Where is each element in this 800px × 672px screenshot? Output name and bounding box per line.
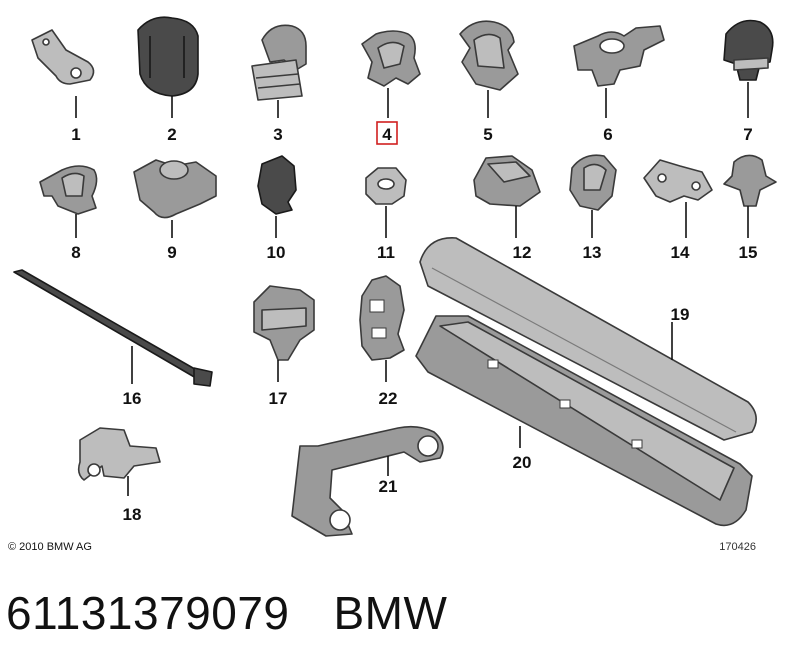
part-label-2[interactable]: 2	[167, 125, 176, 144]
copyright-notice: © 2010 BMW AG	[8, 541, 92, 553]
part-13-clip[interactable]	[569, 154, 617, 238]
footer: 61131379079 BMW	[6, 586, 447, 640]
part-label-8[interactable]: 8	[71, 243, 80, 262]
part-label-19[interactable]: 19	[671, 305, 690, 324]
part-label-1[interactable]: 1	[71, 125, 80, 144]
part-label-10[interactable]: 10	[267, 243, 286, 262]
part-label-22[interactable]: 22	[379, 389, 398, 408]
part-15-rivet[interactable]	[723, 154, 777, 238]
part-label-21[interactable]: 21	[379, 477, 398, 496]
part-2-grommet[interactable]	[137, 16, 199, 118]
part-label-6[interactable]: 6	[603, 125, 612, 144]
diagram-code: 170426	[719, 541, 756, 553]
part-11-nut[interactable]	[365, 167, 407, 238]
part-number: 61131379079	[6, 587, 290, 639]
part-20-channel[interactable]	[415, 315, 753, 527]
part-19-cover[interactable]	[419, 237, 757, 441]
part-label-17[interactable]: 17	[269, 389, 288, 408]
part-label-14[interactable]: 14	[671, 243, 690, 262]
part-5-clip[interactable]	[459, 20, 519, 118]
part-1-bracket[interactable]	[31, 29, 95, 118]
part-3-clip[interactable]	[251, 24, 307, 118]
part-12-clip[interactable]	[473, 155, 541, 238]
part-4-clip[interactable]	[361, 30, 421, 118]
part-7-clip[interactable]	[723, 19, 774, 119]
part-17-clip[interactable]	[253, 285, 315, 382]
part-6-clip[interactable]	[573, 25, 665, 118]
brand-name: BMW	[333, 587, 448, 639]
part-label-16[interactable]: 16	[123, 389, 142, 408]
part-label-5[interactable]: 5	[483, 125, 492, 144]
part-9-clip[interactable]	[133, 159, 217, 238]
part-8-clip[interactable]	[39, 165, 98, 238]
part-label-9[interactable]: 9	[167, 243, 176, 262]
part-10-clip[interactable]	[257, 155, 297, 238]
part-label-4[interactable]: 4	[382, 125, 392, 144]
part-14-clip[interactable]	[643, 159, 713, 238]
part-label-20[interactable]: 20	[513, 453, 532, 472]
part-21-bracket[interactable]	[291, 425, 444, 537]
part-label-18[interactable]: 18	[123, 505, 142, 524]
part-22-clip[interactable]	[359, 275, 405, 382]
part-label-3[interactable]: 3	[273, 125, 282, 144]
part-label-15[interactable]: 15	[739, 243, 758, 262]
part-label-11[interactable]: 11	[377, 243, 395, 262]
highlight-box	[376, 121, 398, 145]
part-16-cable-tie[interactable]	[13, 269, 213, 387]
part-label-7[interactable]: 7	[743, 125, 752, 144]
part-label-12[interactable]: 12	[513, 243, 532, 262]
part-18-bracket[interactable]	[77, 427, 161, 496]
part-label-13[interactable]: 13	[583, 243, 602, 262]
